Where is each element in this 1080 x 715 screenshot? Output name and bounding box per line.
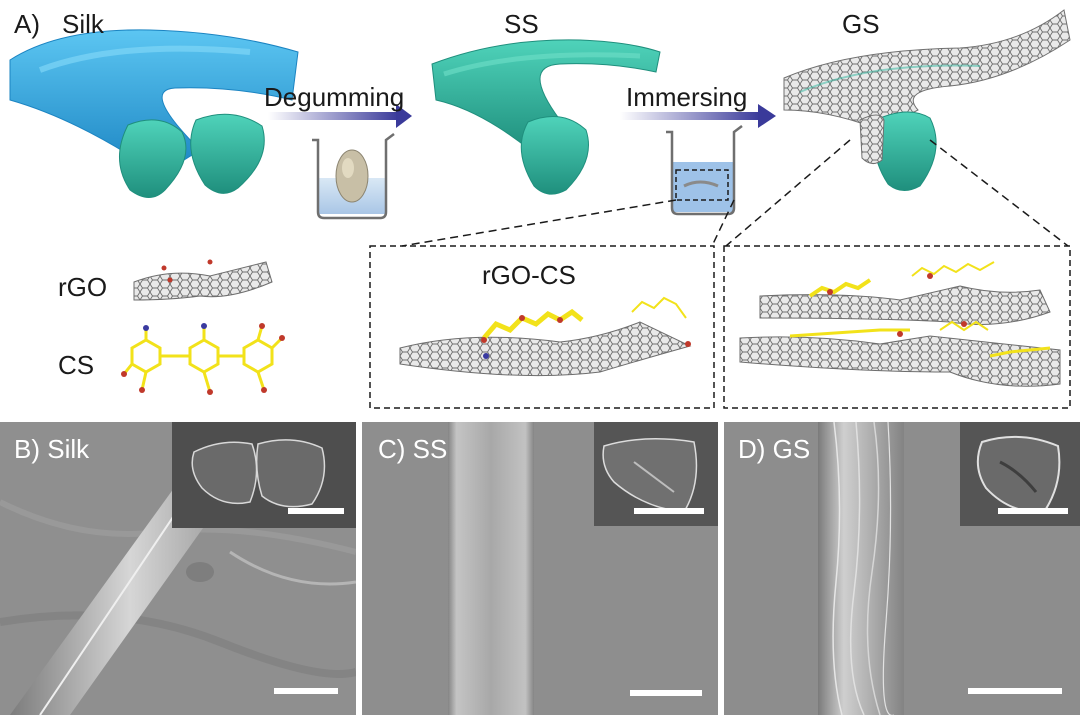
scale-bar [968, 688, 1062, 694]
zoom-box-rgo-cs [369, 245, 715, 409]
beaker-with-cocoon-icon [312, 133, 395, 220]
gs-layered-molecular-model [739, 261, 1061, 387]
schematic-panel-a [9, 9, 1071, 409]
immersing-arrow-head [758, 104, 776, 128]
gs-fiber-illustration [783, 9, 1071, 191]
degumming-arrow-head [396, 104, 412, 128]
sem-inset-gs [960, 422, 1080, 526]
sem-panel-silk: B) Silk [0, 422, 356, 715]
inset-scale-bar [288, 508, 344, 514]
zoom-line-beaker-left [401, 199, 677, 247]
scale-bar [274, 688, 338, 694]
sem-panel-gs: D) GS [724, 422, 1080, 715]
beaker-with-solution-icon [666, 125, 743, 216]
sem-panel-ss: C) SS [362, 422, 718, 715]
panel-a-label: A) [14, 9, 40, 39]
step-label-immersing: Immersing [626, 82, 748, 112]
stage-label-gs: GS [842, 9, 880, 39]
zoom-line-gs-left [725, 139, 851, 247]
panel-d-label: D) GS [738, 434, 811, 464]
sem-inset-ss [594, 422, 718, 526]
molecule-label-rgo: rGO [58, 272, 108, 302]
stage-label-silk: Silk [62, 9, 104, 39]
inset-scale-bar [634, 508, 704, 514]
panel-b-label: B) Silk [14, 434, 90, 464]
zoom-line-gs-right [929, 139, 1069, 247]
step-label-degumming: Degumming [264, 82, 405, 112]
inset-scale-bar [998, 508, 1068, 514]
degumming-arrow-shaft [268, 112, 398, 120]
ss-fiber-illustration [431, 39, 661, 195]
scale-bar [630, 690, 702, 696]
immersing-arrow-shaft [620, 112, 760, 120]
panel-c-label: C) SS [378, 434, 448, 464]
zoom-box-gs-structure [723, 245, 1071, 409]
rgo-sheet-icon [133, 259, 273, 301]
silk-fiber-illustration [9, 29, 299, 198]
molecule-label-cs: CS [58, 350, 95, 380]
chitosan-structure-icon [122, 325, 284, 393]
zoom-box-title-rgo-cs: rGO-CS [482, 260, 576, 290]
rgo-cs-molecular-model [399, 296, 692, 377]
stage-label-ss: SS [504, 9, 539, 39]
chitosan-atoms [121, 323, 285, 395]
sem-inset-silk [172, 422, 356, 528]
zoom-line-beaker-right [711, 199, 735, 247]
